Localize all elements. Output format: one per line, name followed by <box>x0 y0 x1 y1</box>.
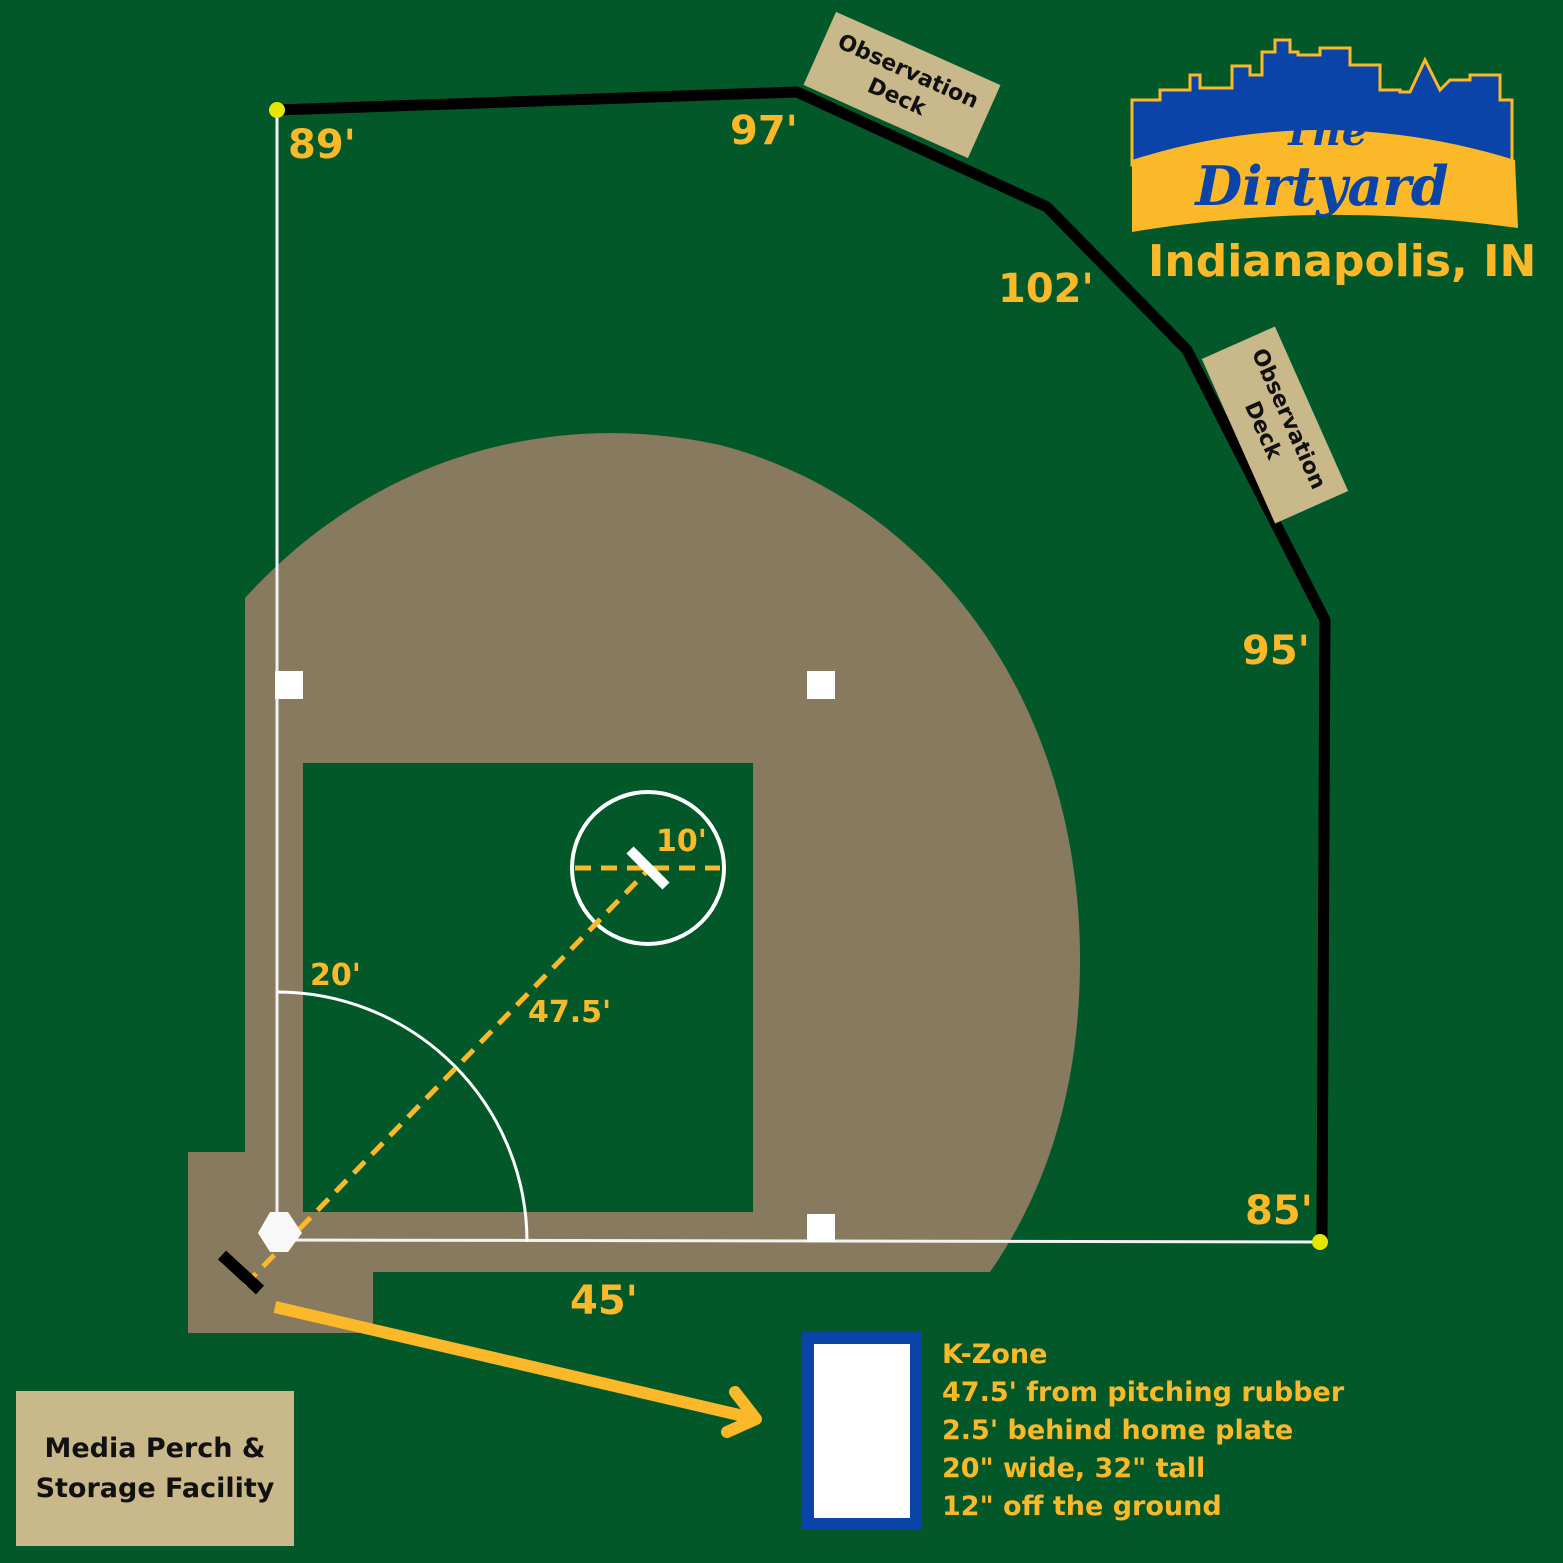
first-base <box>807 1214 835 1242</box>
pitchers-mound <box>570 790 726 946</box>
logo-dirtyard: Dirtyard <box>1193 154 1448 218</box>
pitch-distance-line <box>243 866 652 1287</box>
kzone-line: 2.5' behind home plate <box>942 1415 1294 1446</box>
logo-the: The <box>1283 108 1367 155</box>
pitching-rubber <box>626 846 670 890</box>
right-foul-pole <box>1312 1234 1328 1250</box>
infield-grass <box>303 763 753 1212</box>
fence-distance-center: 102' <box>998 266 1094 312</box>
left-foul-pole <box>269 102 285 118</box>
fence-distance-right: 85' <box>1245 1188 1313 1234</box>
skyline-logo <box>1130 38 1514 167</box>
kzone-line: 47.5' from pitching rubber <box>942 1377 1345 1408</box>
third-base <box>275 671 303 699</box>
fence-distance-left: 89' <box>288 122 356 168</box>
mound-diameter-label: 10' <box>656 824 707 859</box>
kzone-marker <box>217 1250 265 1295</box>
base-distance-label: 45' <box>570 1278 638 1324</box>
media-line-2: Storage Facility <box>35 1472 275 1504</box>
media-line-1: Media Perch & <box>44 1432 266 1464</box>
kzone-arrow-shaft <box>273 1301 754 1424</box>
fence-distance-right-center: 95' <box>1242 628 1310 674</box>
logo: The Dirtyard <box>1130 38 1518 232</box>
kzone-line: 20" wide, 32" tall <box>942 1453 1206 1484</box>
kzone-line: 12" off the ground <box>942 1491 1222 1522</box>
logo-banner <box>1132 130 1518 232</box>
kzone-box <box>802 1332 922 1530</box>
second-base <box>807 671 835 699</box>
kzone-line: K-Zone <box>942 1339 1048 1370</box>
kzone-description: K-Zone 47.5' from pitching rubber 2.5' b… <box>942 1336 1344 1526</box>
pitch-distance-label: 47.5' <box>528 995 612 1030</box>
distance-arc <box>276 990 529 1243</box>
outfield-fence <box>276 86 1331 1241</box>
right-foul-line <box>281 1238 1321 1244</box>
media-perch-label: Media Perch & Storage Facility <box>16 1391 294 1546</box>
logo-city: Indianapolis, IN <box>1148 236 1537 287</box>
fence-distance-left-center: 97' <box>730 108 798 154</box>
home-plate <box>258 1212 302 1252</box>
kzone-arrow-head <box>721 1386 762 1438</box>
arc-radius-label: 20' <box>310 958 361 993</box>
